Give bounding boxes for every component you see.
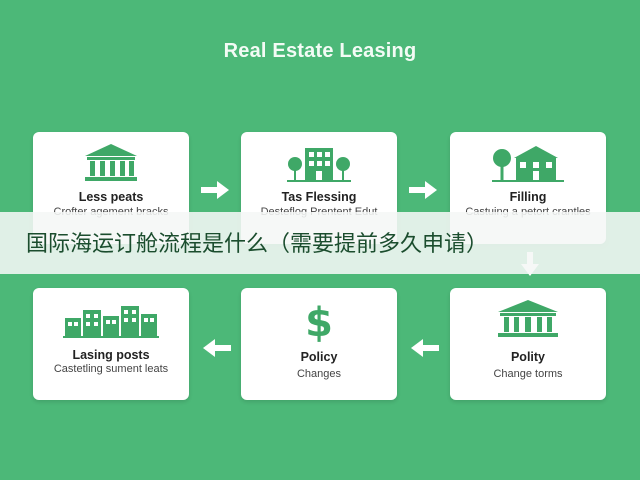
step-card-6: Polity Change torms [450, 288, 606, 400]
svg-text:$: $ [305, 300, 333, 344]
overlay-banner-text: 国际海运订舱流程是什么（需要提前多久申请） [26, 232, 489, 257]
bank-building-icon [33, 142, 189, 192]
bank-building-icon [450, 298, 606, 348]
arrow-left-icon [203, 339, 231, 357]
step-card-5: $ Policy Changes [241, 288, 397, 400]
step-subtitle: Changes [296, 368, 342, 380]
step-card-4: Lasing posts Castetling sument leats [33, 288, 189, 400]
step-title: Policy [300, 350, 338, 364]
dollar-sign-icon: $ [241, 298, 397, 348]
step-title: Filling [509, 190, 547, 204]
arrow-right-icon [409, 181, 437, 199]
step-title: Less peats [78, 190, 144, 204]
arrow-right-icon [201, 181, 229, 199]
house-tree-icon [450, 142, 606, 192]
step-title: Tas Flessing [281, 190, 357, 204]
city-buildings-icon [33, 298, 189, 348]
step-subtitle: Change torms [493, 368, 563, 380]
diagram-title: Real Estate Leasing [223, 40, 417, 62]
step-title: Lasing posts [72, 348, 150, 362]
apartment-trees-icon [241, 142, 397, 192]
step-title: Polity [510, 350, 546, 364]
overlay-banner [0, 212, 640, 274]
arrow-left-icon [411, 339, 439, 357]
step-subtitle: Castetling sument leats [53, 363, 169, 375]
